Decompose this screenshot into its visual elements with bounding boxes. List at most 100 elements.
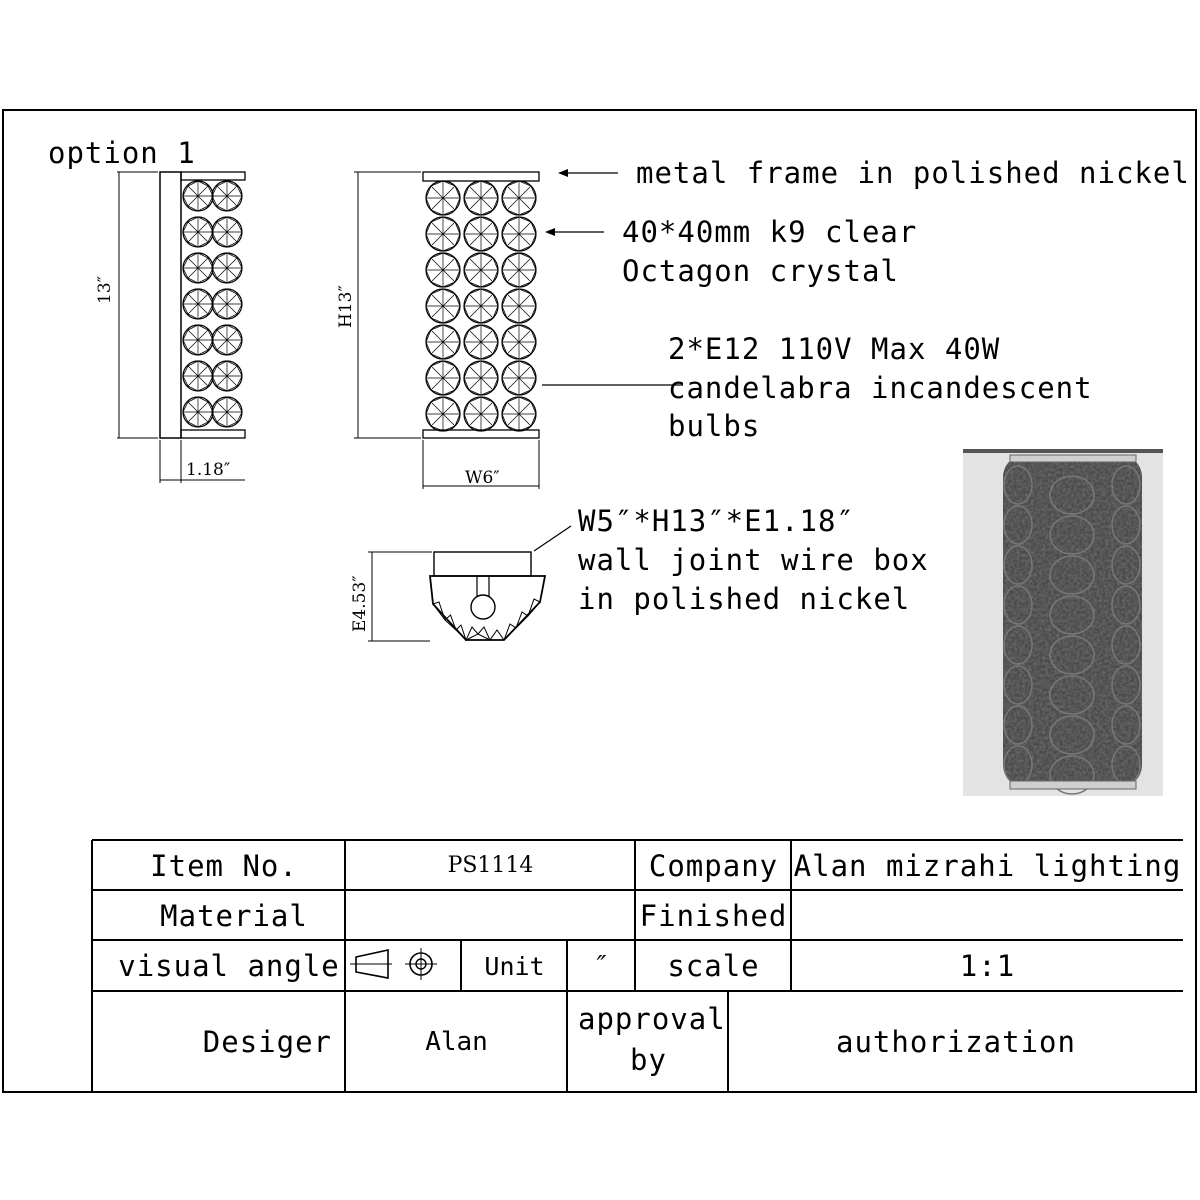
bulb-annotation-line3: bulbs bbox=[668, 409, 761, 443]
crystal-icon bbox=[425, 396, 461, 432]
crystal-icon bbox=[182, 180, 214, 212]
crystal-highlight bbox=[1049, 755, 1095, 795]
unit-value: ″ bbox=[596, 951, 607, 981]
crystal-icon bbox=[211, 180, 243, 212]
facet bbox=[444, 614, 457, 631]
crystal-icon bbox=[501, 396, 537, 432]
crystal-icon bbox=[463, 252, 499, 288]
crystal-icon bbox=[182, 360, 214, 392]
top-shade-facets bbox=[432, 598, 541, 642]
crystal-highlight bbox=[1111, 465, 1141, 505]
crystal-highlight bbox=[1049, 595, 1095, 635]
side-height-label: 13″ bbox=[95, 276, 115, 304]
crystal-annotation-line1: 40*40mm k9 clear bbox=[622, 215, 918, 249]
crystal-icon bbox=[425, 288, 461, 324]
box-annotation-line3: in polished nickel bbox=[578, 582, 911, 616]
bulb-annotation-line1: 2*E12 110V Max 40W bbox=[668, 332, 1001, 366]
crystal-icon bbox=[463, 324, 499, 360]
facet bbox=[464, 626, 479, 642]
crystal-annotation-line2: Octagon crystal bbox=[622, 254, 899, 288]
facet bbox=[527, 598, 541, 617]
scale-label: scale bbox=[667, 949, 760, 983]
front-crystal-grid bbox=[425, 180, 537, 432]
side-top-frame bbox=[180, 171, 246, 181]
bulb-annotation-line2: candelabra incandescent bbox=[668, 371, 1093, 405]
crystal-icon bbox=[501, 288, 537, 324]
drawing-sheet-border bbox=[2, 109, 1197, 1093]
title-block-grid bbox=[91, 839, 1183, 1091]
crystal-icon bbox=[211, 360, 243, 392]
designer-value: Alan bbox=[425, 1026, 488, 1057]
crystal-highlight bbox=[1003, 505, 1033, 545]
crystal-highlight bbox=[1003, 665, 1033, 705]
approval-label-line2: by bbox=[630, 1043, 667, 1077]
company-value: Alan mizrahi lighting bbox=[793, 848, 1182, 883]
crystal-icon bbox=[463, 288, 499, 324]
crystal-icon bbox=[501, 252, 537, 288]
side-depth-label: 1.18″ bbox=[186, 460, 231, 480]
top-extension-label: E4.53″ bbox=[350, 575, 370, 632]
finished-value bbox=[793, 892, 1182, 939]
leader-lines bbox=[533, 169, 683, 552]
crystal-highlight bbox=[1049, 635, 1095, 675]
facet bbox=[455, 624, 467, 641]
crystal-icon bbox=[463, 360, 499, 396]
authorization-label: authorization bbox=[836, 1024, 1076, 1059]
crystal-highlight bbox=[1049, 715, 1095, 755]
crystal-highlight bbox=[1049, 555, 1095, 595]
crystal-icon bbox=[211, 252, 243, 284]
visual-angle-label: visual angle bbox=[118, 949, 340, 983]
facet bbox=[515, 611, 529, 629]
facet bbox=[489, 629, 505, 641]
crystal-highlight bbox=[1111, 505, 1141, 545]
unit-label: Unit bbox=[484, 951, 545, 981]
finished-label: Finished bbox=[639, 898, 788, 933]
crystal-highlight bbox=[1111, 585, 1141, 625]
crystal-highlight bbox=[1111, 705, 1141, 745]
top-view bbox=[368, 551, 547, 642]
box-annotation-line2: wall joint wire box bbox=[578, 543, 929, 577]
item-no-value: PS1114 bbox=[447, 853, 534, 878]
facet bbox=[432, 601, 446, 621]
crystal-icon bbox=[425, 252, 461, 288]
wire-box bbox=[433, 551, 532, 577]
crystal-icon bbox=[182, 396, 214, 428]
material-value bbox=[347, 892, 634, 939]
crystal-icon bbox=[182, 288, 214, 320]
crystal-icon bbox=[182, 216, 214, 248]
crystal-icon bbox=[182, 252, 214, 284]
facet bbox=[503, 623, 517, 641]
bulb-socket bbox=[470, 594, 496, 620]
company-label: Company bbox=[648, 848, 779, 883]
crystal-icon bbox=[501, 324, 537, 360]
crystal-icon bbox=[501, 360, 537, 396]
crystal-highlight bbox=[1003, 545, 1033, 585]
frame-annotation: metal frame in polished nickel bbox=[636, 156, 1190, 190]
box-annotation-line1: W5″*H13″*E1.18″ bbox=[578, 504, 855, 538]
crystal-highlight bbox=[1003, 465, 1033, 505]
side-view bbox=[117, 171, 246, 483]
crystal-icon bbox=[501, 216, 537, 252]
front-height-label: H13″ bbox=[336, 285, 356, 328]
option-label: option 1 bbox=[48, 136, 196, 170]
crystal-icon bbox=[211, 216, 243, 248]
crystal-icon bbox=[425, 360, 461, 396]
scale-value: 1:1 bbox=[959, 949, 1016, 983]
crystal-highlight bbox=[1049, 675, 1095, 715]
front-width-label: W6″ bbox=[465, 468, 500, 488]
crystal-icon bbox=[501, 180, 537, 216]
crystal-icon bbox=[211, 396, 243, 428]
side-bottom-frame bbox=[180, 429, 246, 439]
crystal-highlight bbox=[1003, 705, 1033, 745]
crystal-icon bbox=[211, 288, 243, 320]
crystal-highlight bbox=[1003, 625, 1033, 665]
crystal-highlight bbox=[1111, 625, 1141, 665]
crystal-icon bbox=[211, 324, 243, 356]
first-angle-projection-icon bbox=[350, 948, 437, 980]
approval-label-line1: approval bbox=[578, 1002, 726, 1036]
crystal-icon bbox=[425, 324, 461, 360]
crystal-icon bbox=[463, 216, 499, 252]
crystal-icon bbox=[463, 396, 499, 432]
crystal-highlight bbox=[1049, 515, 1095, 555]
